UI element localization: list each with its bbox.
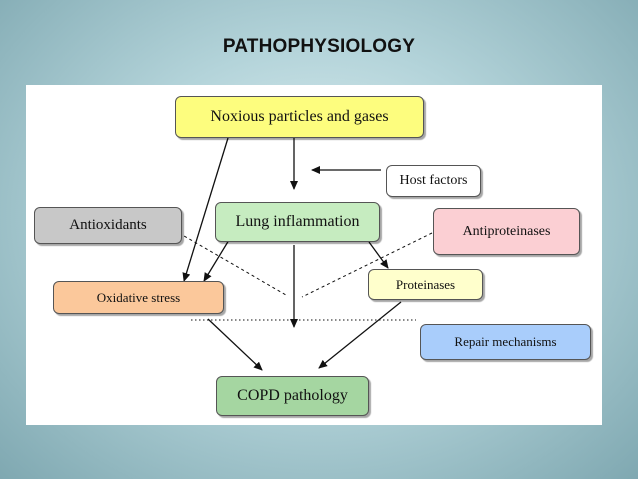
- noxious-particles-label: Noxious particles and gases: [210, 108, 389, 125]
- antioxidants-label: Antioxidants: [69, 217, 147, 233]
- dashed-antioxidants: [178, 232, 287, 296]
- oxidative-stress-box: Oxidative stress: [53, 281, 224, 314]
- arrow-inflammation-to-proteinases: [368, 241, 389, 269]
- proteinases-box: Proteinases: [368, 269, 483, 300]
- antiproteinases-box: Antiproteinases: [433, 208, 580, 255]
- diagram-connectors: [178, 137, 433, 371]
- copd-pathology-box: COPD pathology: [216, 376, 369, 416]
- arrow-inflammation-to-oxidative: [203, 239, 230, 282]
- diagram-panel: Noxious particles and gases Host factors…: [26, 85, 602, 425]
- proteinases-label: Proteinases: [395, 276, 456, 292]
- arrow-noxious-to-oxidative: [182, 137, 229, 282]
- slide-title: PATHOPHYSIOLOGY: [222, 36, 416, 57]
- oxidative-stress-label: Oxidative stress: [96, 289, 181, 305]
- copd-pathology-label: COPD pathology: [237, 387, 348, 404]
- arrow-proteinases-to-copd: [318, 301, 402, 369]
- host-factors-label: Host factors: [399, 173, 468, 188]
- antioxidants-box: Antioxidants: [34, 207, 182, 244]
- antiproteinases-label: Antiproteinases: [462, 223, 551, 239]
- arrow-oxidative-to-copd: [207, 318, 263, 371]
- host-factors-box: Host factors: [386, 165, 481, 197]
- noxious-particles-box: Noxious particles and gases: [175, 96, 424, 138]
- repair-mechanisms-label: Repair mechanisms: [454, 334, 557, 349]
- lung-inflammation-label: Lung inflammation: [235, 213, 360, 230]
- dashed-antiproteinases: [301, 232, 433, 298]
- lung-inflammation-box: Lung inflammation: [215, 202, 380, 242]
- repair-mechanisms-box: Repair mechanisms: [420, 324, 591, 360]
